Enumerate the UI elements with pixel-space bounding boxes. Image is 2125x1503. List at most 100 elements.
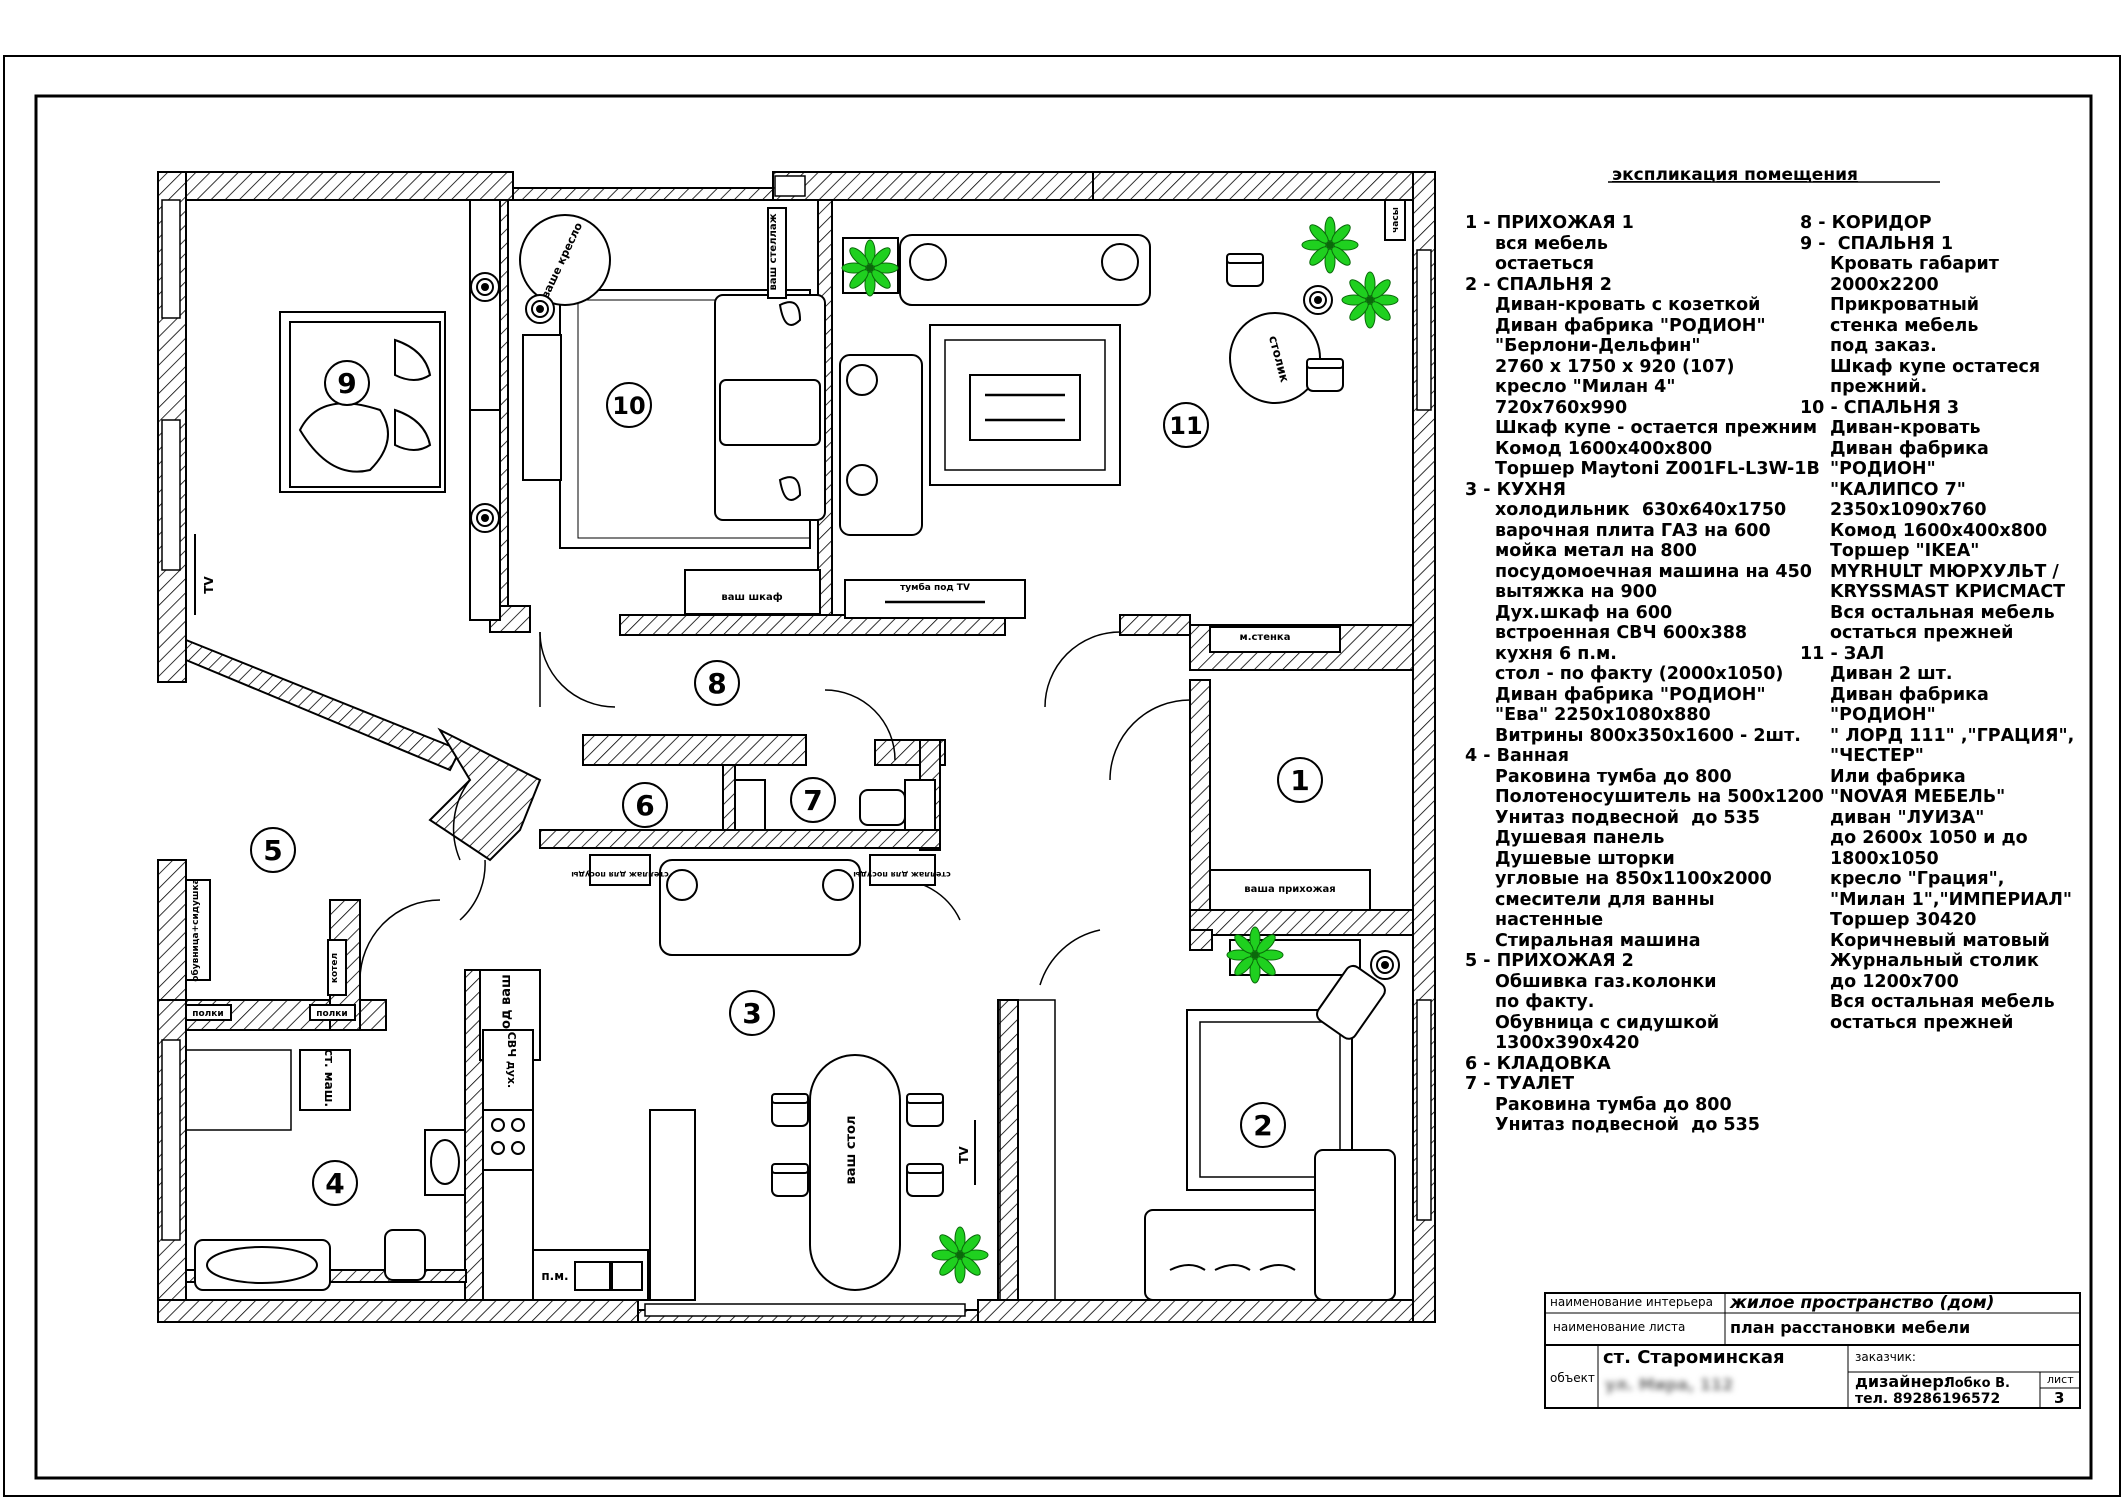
explication-heading: 2 - СПАЛЬНЯ 2	[1465, 274, 1612, 295]
explication-heading: 7 - ТУАЛЕТ	[1465, 1074, 1575, 1094]
explication-line: встроенная СВЧ 600х388	[1495, 623, 1748, 643]
explication-line: "NOVAЯ МЕБЕЛЬ"	[1830, 787, 2006, 807]
svg-text:8: 8	[707, 667, 726, 700]
explication-line: Диван-кровать с козеткой	[1495, 295, 1761, 315]
explication-line: 2000х2200	[1830, 274, 1939, 295]
object-label: объект	[1550, 1371, 1595, 1385]
explication-line: Диван фабрика "РОДИОН"	[1495, 684, 1766, 705]
interior-label: наименование интерьера	[1550, 1295, 1713, 1309]
oven-label: СВЧ дух.	[505, 1032, 518, 1089]
explication-heading: 6 - КЛАДОВКА	[1465, 1053, 1611, 1074]
shelves-label: полки	[192, 1009, 223, 1019]
explication-heading: 5 - ПРИХОЖАЯ 2	[1465, 951, 1634, 971]
shoe-rack-label: обувница+сидушка	[190, 878, 201, 981]
explication-line: остаться прежней	[1830, 1012, 2014, 1033]
explication-heading: 10 - СПАЛЬНЯ 3	[1800, 397, 1960, 418]
explication-line: до 2600х 1050 и до	[1830, 828, 2028, 848]
wardrobe-label: ваш шкаф	[721, 591, 782, 603]
object-address: ул. Мира, 112	[1605, 1375, 1734, 1394]
explication-line: "Милан 1","ИМПЕРИАЛ"	[1830, 889, 2072, 910]
explication-line: Витрины 800х350х1600 - 2шт.	[1495, 725, 1801, 746]
room-1-furniture: ваша прихожая	[1209, 869, 1371, 976]
explication-line: 1800х1050	[1830, 848, 1939, 869]
explication-line: Раковина тумба до 800	[1495, 766, 1732, 787]
room-3-furniture: стеллаж для посуды стеллаж для посуды ва…	[479, 854, 976, 1301]
explication-line: стол - по факту (2000х1050)	[1495, 664, 1784, 684]
room-number-9: 9	[324, 360, 370, 406]
explication-line: Шкаф купе - остается прежним	[1495, 418, 1818, 438]
room-4-furniture: ст. маш. котел полки полки обувница+сиду…	[185, 878, 466, 1291]
explication-line: 2350х1090х760	[1830, 500, 1987, 520]
explication-line: прежний.	[1830, 377, 1928, 397]
explication-line: Унитаз подвесной до 535	[1495, 807, 1760, 828]
explication-line: Обувница с сидушкой	[1495, 1012, 1720, 1033]
room-number-6: 6	[622, 782, 668, 828]
explication-line: Или фабрика	[1830, 766, 1966, 787]
washer-label: ст. маш.	[322, 1049, 336, 1107]
explication-line: Прикроватный	[1830, 295, 1980, 315]
explication-line: "Берлони-Дельфин"	[1495, 336, 1701, 356]
shelves2-label: полки	[316, 1009, 347, 1019]
explication-line: Дух.шкаф на 600	[1495, 602, 1673, 623]
explication-line: диван "ЛУИЗА"	[1830, 807, 1985, 828]
boiler-label: котел	[330, 953, 340, 983]
explication-line: "РОДИОН"	[1830, 459, 1936, 479]
explication-line: "ЧЕСТЕР"	[1830, 746, 1924, 766]
explication-line: варочная плита ГАЗ на 600	[1495, 520, 1771, 541]
explication-line: посудомоечная машина на 450	[1495, 561, 1812, 582]
room-numbers: 1 2 3 4 5 6 7 8 9 10 11	[250, 360, 1323, 1206]
explication-line: 1300х390х420	[1495, 1033, 1640, 1053]
explication-line: вытяжка на 900	[1495, 582, 1657, 602]
customer-label: заказчик:	[1855, 1350, 1916, 1364]
explication-line: Диван фабрика "РОДИОН"	[1495, 315, 1766, 336]
room-number-3: 3	[729, 990, 775, 1036]
shelf-dishes-right-label: стеллаж для посуды	[853, 870, 951, 879]
explication-line: Диван фабрика	[1830, 438, 1989, 459]
object-value: ст. Староминская	[1603, 1347, 1785, 1368]
svg-text:4: 4	[325, 1167, 344, 1200]
explication-line: Диван-кровать	[1830, 418, 1981, 438]
designer-name: Лобко В.	[1944, 1376, 2010, 1391]
explication-heading: 11 - ЗАЛ	[1800, 643, 1885, 664]
svg-text:3: 3	[742, 997, 761, 1030]
explication-heading: 9 - СПАЛЬНЯ 1	[1800, 233, 1954, 254]
explication-line: 2760 х 1750 х 920 (107)	[1495, 356, 1735, 377]
explication-line: Торшер Maytoni Z001FL-L3W-1B	[1495, 459, 1820, 479]
explication-heading: 3 - КУХНЯ	[1465, 479, 1567, 500]
svg-text:9: 9	[337, 367, 356, 400]
svg-text:5: 5	[263, 834, 282, 867]
sheet-value: план расстановки мебели	[1730, 1318, 1971, 1337]
explication-line: по факту.	[1495, 992, 1595, 1012]
shelf-dishes-left-label: стеллаж для посуды	[571, 870, 669, 879]
room-number-10: 10	[606, 382, 652, 428]
tv2-label: TV	[957, 1146, 971, 1164]
explication-line: Комод 1600х400х800	[1495, 438, 1713, 459]
room-number-2: 2	[1240, 1102, 1286, 1148]
explication-line: Кровать габарит	[1830, 254, 1999, 274]
explication-line: Душевая панель	[1495, 828, 1665, 848]
explication-line: до 1200х700	[1830, 971, 1959, 992]
dining-table-label: ваш стол	[844, 1115, 859, 1184]
explication-line: " ЛОРД 111" ,"ГРАЦИЯ",	[1830, 725, 2075, 746]
explication-line: Торшер "IKEA"	[1830, 541, 1980, 561]
interior-value: жилое пространство (дом)	[1730, 1293, 1995, 1313]
explication-line: кресло "Милан 4"	[1495, 377, 1676, 397]
explication-line: Унитаз подвесной до 535	[1495, 1115, 1760, 1135]
list-label: лист	[2047, 1373, 2074, 1386]
room-10-furniture: ваше кресло ваш стеллаж ваш шкаф	[519, 207, 826, 615]
explication-line: Комод 1600х400х800	[1830, 520, 2048, 541]
explication-line: Душевые шторки	[1495, 848, 1675, 869]
designer-label: дизайнер:	[1855, 1372, 1951, 1391]
explication-line: 720х760х990	[1495, 397, 1628, 418]
explication-line: кухня 6 п.м.	[1495, 643, 1617, 664]
tv-stand-label: тумба под TV	[900, 582, 970, 593]
explication-line: настенные	[1495, 910, 1604, 930]
room-number-7: 7	[790, 777, 836, 823]
clock-label: часы	[1391, 207, 1401, 233]
windows	[161, 175, 1432, 1317]
room-7-furniture	[734, 779, 1056, 1301]
title-block-frame	[1544, 1292, 2081, 1409]
explication-heading: 1 - ПРИХОЖАЯ 1	[1465, 213, 1634, 233]
